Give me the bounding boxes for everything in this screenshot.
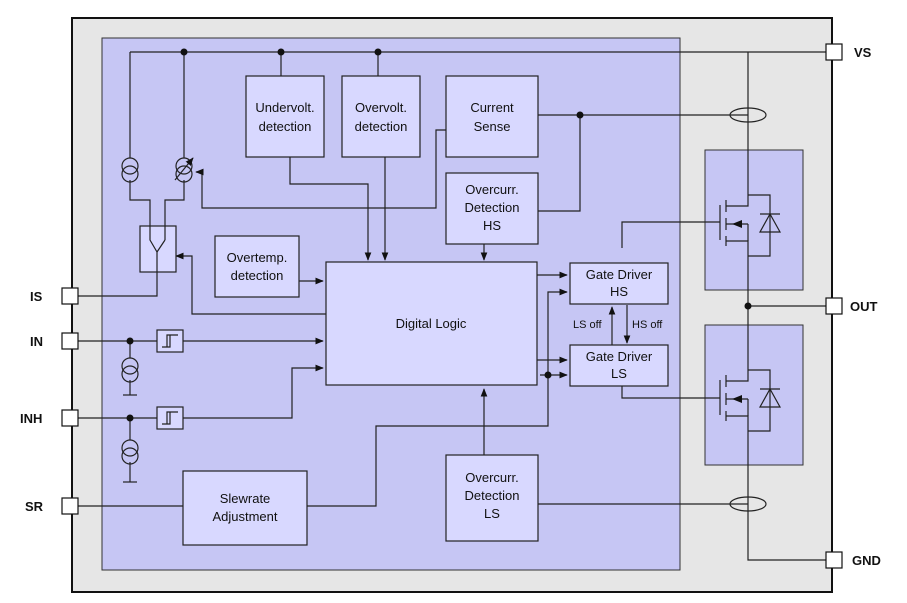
overcurr-hs-line-1: Overcurr. [465, 182, 518, 197]
digital-logic-label: Digital Logic [396, 316, 467, 331]
pin-in: IN [30, 332, 79, 350]
overcurr-detection-ls-block: Overcurr. Detection LS [445, 454, 539, 542]
adjustable-current-source-icon [174, 157, 194, 183]
high-side-mosfet-area [704, 149, 804, 291]
gate-driver-hs-line-1: Gate Driver [586, 267, 653, 282]
gate-driver-ls-line-1: Gate Driver [586, 349, 653, 364]
pin-out: OUT [825, 297, 878, 315]
schmitt-trigger-in-icon [156, 329, 184, 353]
overcurr-ls-line-2: Detection [465, 488, 520, 503]
overcurr-ls-line-3: LS [484, 506, 500, 521]
high-side-mosfet-icon [719, 150, 782, 290]
pin-sr-label: SR [25, 499, 44, 514]
sense-switch-icon [139, 225, 177, 273]
overtemp-detection-block: Overtemp. detection [214, 235, 300, 298]
pin-gnd-label: GND [852, 553, 881, 568]
overvolt-line-2: detection [355, 119, 408, 134]
slewrate-line-1: Slewrate [220, 491, 271, 506]
current-sense-line-2: Sense [474, 119, 511, 134]
hs-off-label: HS off [632, 319, 663, 331]
gate-driver-ls-block: Gate Driver LS [569, 344, 669, 387]
low-side-mosfet-icon [719, 325, 782, 465]
pin-inh-label: INH [20, 411, 42, 426]
current-source-icon [121, 157, 139, 183]
overcurr-hs-line-2: Detection [465, 200, 520, 215]
gate-driver-hs-line-2: HS [610, 284, 628, 299]
current-sense-block: Current Sense [445, 75, 539, 158]
undervolt-detection-block: Undervolt. detection [245, 75, 325, 158]
slewrate-adjustment-block: Slewrate Adjustment [182, 470, 308, 546]
schmitt-trigger-inh-icon [156, 406, 184, 430]
overcurr-hs-line-3: HS [483, 218, 501, 233]
pin-vs: VS [825, 43, 872, 61]
overvolt-line-1: Overvolt. [355, 100, 407, 115]
overcurr-detection-hs-block: Overcurr. Detection HS [445, 172, 539, 245]
ls-off-label: LS off [573, 319, 602, 331]
pin-gnd: GND [825, 551, 881, 569]
overcurr-ls-line-1: Overcurr. [465, 470, 518, 485]
current-sense-coil-top [729, 107, 767, 123]
current-source-icon [121, 439, 139, 465]
pin-out-label: OUT [850, 299, 878, 314]
overvolt-detection-block: Overvolt. detection [341, 75, 421, 158]
digital-logic-block: Digital Logic [325, 261, 538, 386]
overtemp-line-2: detection [231, 268, 284, 283]
pin-is-label: IS [30, 289, 43, 304]
undervolt-line-1: Undervolt. [255, 100, 314, 115]
pin-inh: INH [20, 409, 79, 427]
pin-is: IS [30, 287, 79, 305]
overtemp-line-1: Overtemp. [227, 250, 288, 265]
current-sense-line-1: Current [470, 100, 514, 115]
low-side-mosfet-area [704, 324, 804, 466]
current-source-icon [121, 357, 139, 383]
pin-in-label: IN [30, 334, 43, 349]
undervolt-line-2: detection [259, 119, 312, 134]
slewrate-line-2: Adjustment [212, 509, 277, 524]
gate-driver-ls-line-2: LS [611, 366, 627, 381]
gate-driver-hs-block: Gate Driver HS [569, 262, 669, 305]
pin-sr: SR [25, 497, 79, 515]
current-sense-coil-bottom [729, 496, 767, 512]
pin-vs-label: VS [854, 45, 872, 60]
